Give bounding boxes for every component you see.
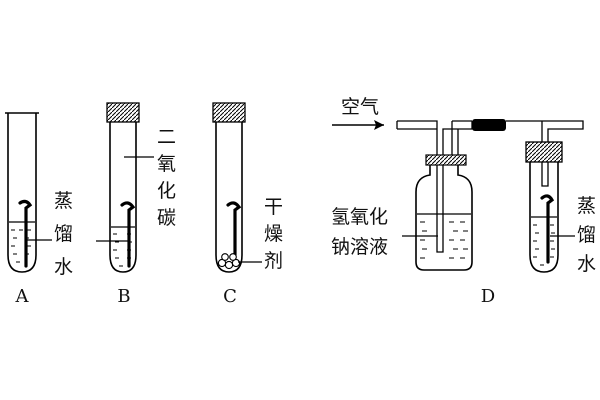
label-b-gas-4: 碳 (157, 207, 176, 229)
label-d-water-3: 水 (577, 253, 596, 275)
iron-nail-a (18, 199, 33, 268)
label-naoh-1: 氢氧化 (331, 206, 388, 228)
test-tube-c (215, 122, 243, 273)
rubber-stopper-d (525, 141, 563, 163)
label-c-drying-2: 燥 (264, 223, 283, 245)
label-naoh-2: 钠溶液 (331, 236, 388, 258)
label-b-gas-3: 化 (157, 180, 176, 202)
caption-c: C (223, 286, 237, 307)
rubber-stopper-c (212, 102, 246, 123)
label-c-drying-1: 干 (264, 196, 283, 218)
rubber-coupling (472, 119, 506, 131)
test-tube-a (7, 113, 37, 273)
rubber-stopper-b (106, 102, 140, 123)
label-air: 空气 (341, 96, 379, 118)
iron-nail-b (120, 201, 136, 268)
bottle-stopper (425, 154, 467, 166)
caption-a: A (15, 286, 30, 307)
label-a-water-2: 馏 (54, 223, 73, 245)
setup-c: 干 燥 剂 C (212, 102, 283, 307)
iron-nail-c (226, 201, 242, 257)
iron-nail-d (540, 194, 555, 264)
water-dashes-d (533, 224, 555, 266)
gas-washing-bottle (415, 165, 473, 271)
caption-b: B (117, 286, 130, 307)
label-b-gas-2: 氧 (157, 153, 176, 175)
setup-b: 二 氧 化 碳 B (96, 102, 176, 307)
label-a-water-3: 水 (54, 256, 73, 278)
label-d-water-2: 馏 (577, 224, 596, 246)
label-d-water-1: 蒸 (577, 195, 596, 217)
label-c-drying-3: 剂 (264, 250, 283, 272)
desiccant-pellets (217, 253, 241, 270)
setup-d: 空气 氢氧化 钠溶液 (331, 96, 596, 307)
naoh-dashes (420, 221, 468, 259)
label-b-gas-1: 二 (157, 126, 176, 148)
inlet-pipe (397, 120, 473, 253)
setup-a: 蒸 馏 水 A (5, 112, 73, 307)
test-tube-d (529, 162, 559, 273)
water-dashes-a (11, 229, 31, 263)
test-tube-b (109, 122, 137, 273)
label-a-water-1: 蒸 (54, 190, 73, 212)
caption-d: D (481, 286, 495, 307)
